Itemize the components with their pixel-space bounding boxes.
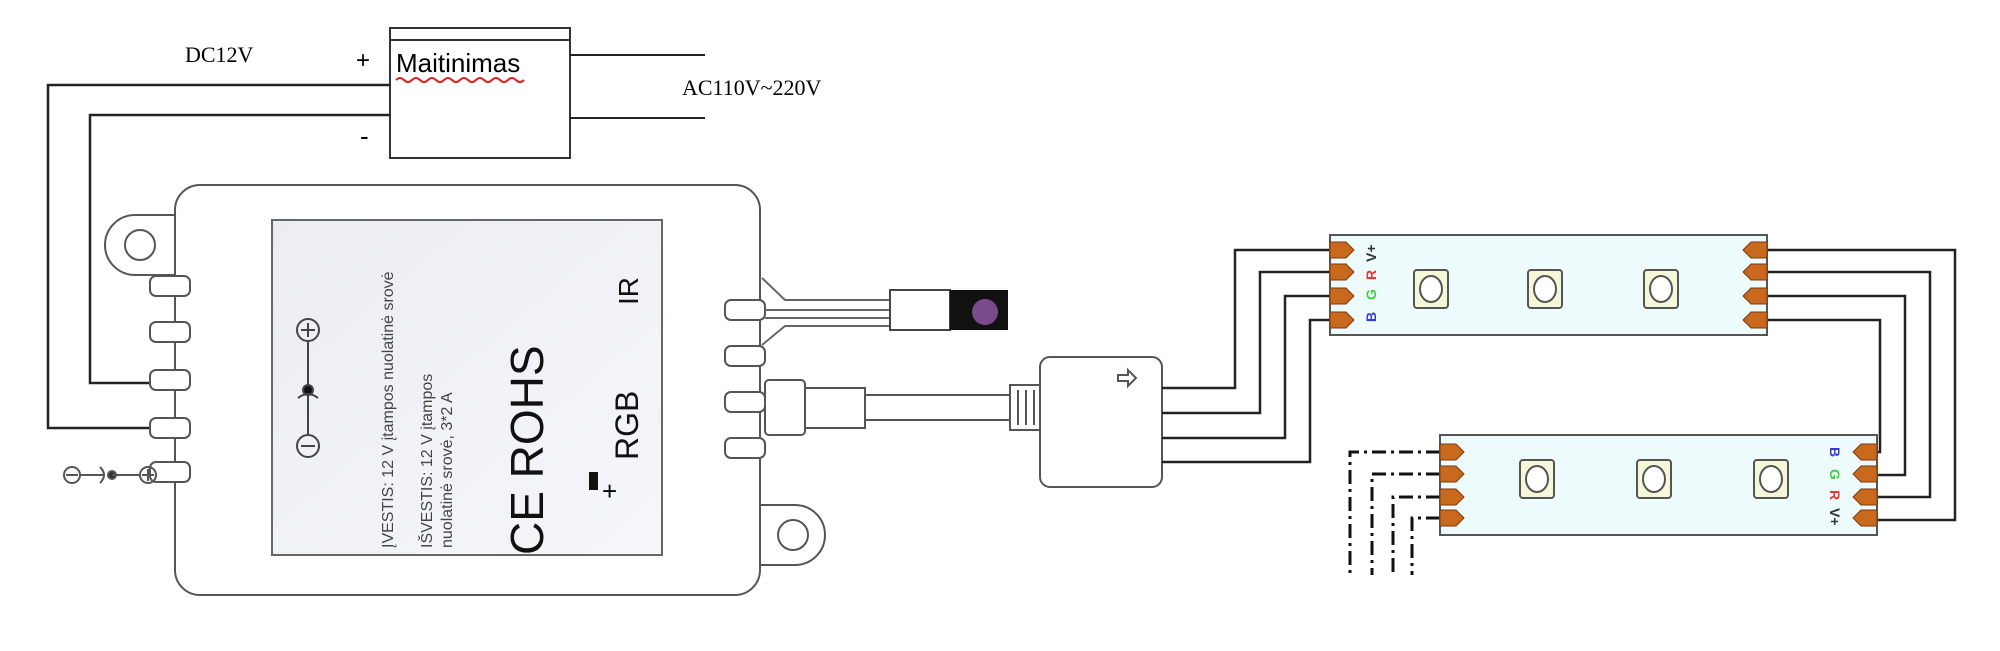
plug-icon [589,472,598,490]
spellcheck-underline [395,77,525,83]
power-supply-label: Maitinimas [396,48,520,78]
pin-label-v-plus: V+ [1827,508,1843,526]
led-chips [1413,269,1679,309]
pin-label-g: G [1363,289,1379,300]
led-chips [1519,459,1789,499]
power-supply: Maitinimas + - DC12V AC110V~220V [185,27,822,159]
plus-mark: + [602,476,617,506]
extension-wires [1348,450,1440,575]
ir-input-label: IR [613,277,644,305]
led-strip-bottom: B G R V+ [1439,434,1878,536]
led-strip-top: B G R V+ [1329,234,1768,336]
pin-label-b: B [1363,312,1379,322]
solder-pads [1329,241,1768,329]
pin-label-b: B [1827,447,1843,457]
output-spec-line1: IŠVESTIS: 12 V įtampos [417,374,436,548]
arrow-icon [1117,367,1138,389]
rgb-output-label: RGB [609,391,645,460]
dc-wires [46,83,390,430]
pin-label-g: G [1827,469,1843,480]
rgb-controller: ĮVESTIS: 12 V įtampos nuolatinė srovė IŠ… [104,184,826,596]
controller-pins [149,275,766,483]
ir-receiver [761,277,1008,346]
input-spec: ĮVESTIS: 12 V įtampos nuolatinė srovė [380,271,397,548]
ce-rohs-mark: CE ROHS [501,345,553,555]
polarity-symbol [296,318,320,458]
strip-link-wires [1760,248,1957,522]
output-spec-line2: nuolatinė srovė, 3*2 A [439,392,456,548]
pin-label-r: R [1363,270,1379,280]
ir-lens [972,299,998,325]
minus-sign: - [360,121,369,151]
solder-pads [1439,443,1878,527]
pin-label-r: R [1827,490,1843,500]
plus-sign: + [356,47,370,74]
strip-input-wires [1162,248,1335,464]
pin-label-v-plus: V+ [1363,244,1379,262]
dc-voltage-label: DC12V [185,42,254,67]
ac-voltage-label: AC110V~220V [682,75,822,100]
dc-jack-symbol [63,466,157,484]
rgb-connector [764,356,1163,488]
